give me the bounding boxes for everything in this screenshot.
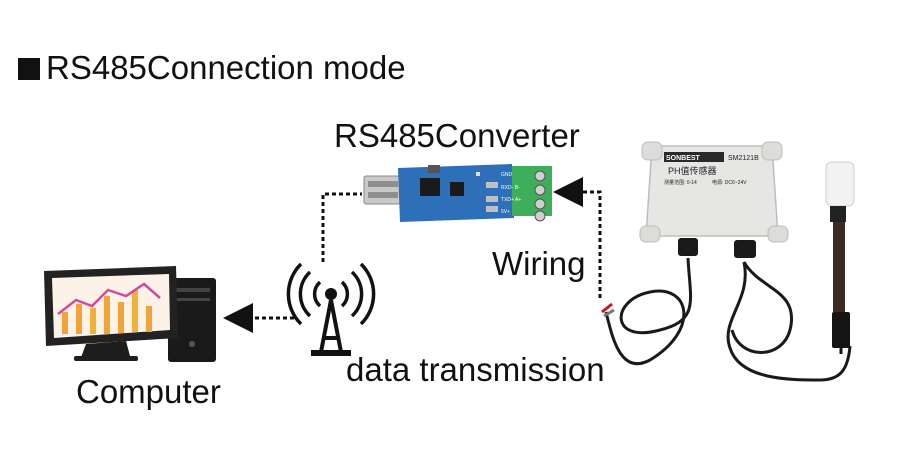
sensor-spec-range: 测量范围: 0-14 [664, 179, 697, 186]
sensor-model: SM2121B [728, 155, 759, 162]
sensor-name: PH值传感器 [668, 165, 717, 176]
computer-icon [44, 266, 216, 362]
section-title: RS485Connection mode [18, 48, 406, 88]
pin-label-gnd: GND [501, 172, 513, 178]
square-bullet-icon [18, 58, 40, 80]
section-title-text: RS485Connection mode [46, 49, 406, 86]
data-transmission-label: data transmission [346, 351, 605, 388]
rs485-converter-icon: GND RXD- B- TXD+ A+ 5V+ [363, 164, 552, 222]
converter-label: RS485Converter [334, 117, 580, 154]
sensor-spec-power: 电源: DC6~24V [712, 179, 747, 186]
ph-probe-icon [825, 161, 855, 354]
sensor-brand: SONBEST [666, 155, 701, 162]
screen-bars [62, 290, 152, 334]
pin-label-txd: TXD+ A+ [501, 197, 521, 203]
signal-lines [223, 177, 602, 333]
wiring-label: Wiring [492, 245, 586, 282]
wire-tip-red [601, 302, 613, 314]
sensor-cables [604, 257, 852, 382]
computer-label: Computer [76, 373, 221, 410]
wire-tip-gray [603, 308, 615, 318]
antenna-icon [286, 262, 376, 356]
pin-label-5v: 5V+ [501, 209, 510, 215]
pin-label-rxd: RXD- B- [501, 185, 520, 191]
ph-sensor-enclosure-icon: SONBEST SM2121B PH值传感器 测量范围: 0-14 电源: DC… [639, 141, 789, 258]
screen-line [57, 282, 161, 315]
